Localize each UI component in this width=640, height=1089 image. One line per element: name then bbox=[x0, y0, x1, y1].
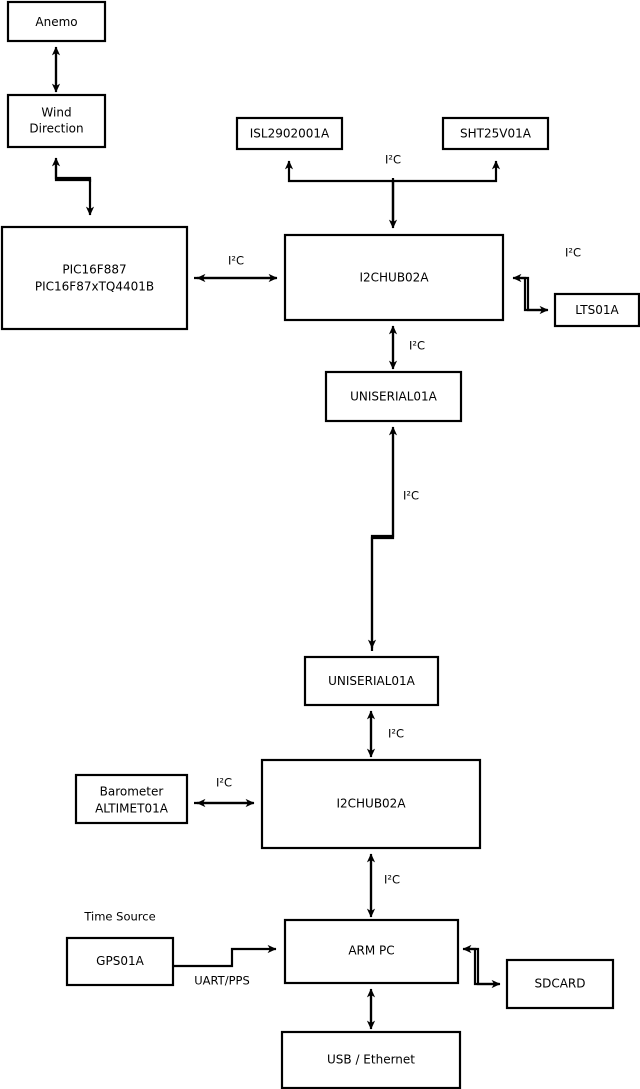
node-wind-direction-label-line2: Direction bbox=[29, 122, 83, 136]
node-uniserial01a-top-label: UNISERIAL01A bbox=[350, 390, 438, 404]
node-i2chub02a-bottom-label: I2CHUB02A bbox=[336, 797, 406, 811]
edge-layer bbox=[51, 46, 549, 1030]
node-barometer-label-line2: ALTIMET01A bbox=[95, 802, 169, 816]
edge-armpc-sdcard bbox=[462, 944, 501, 989]
node-uniserial01a-bottom-label: UNISERIAL01A bbox=[328, 674, 416, 688]
node-uniserial01a-bottom[interactable]: UNISERIAL01A bbox=[303, 655, 440, 707]
node-lts01a[interactable]: LTS01A bbox=[553, 292, 640, 328]
node-sht25v01a-label: SHT25V01A bbox=[460, 127, 532, 141]
node-i2chub02a-top-label: I2CHUB02A bbox=[359, 271, 429, 285]
node-pic16f887-label-line2: PIC16F87xTQ4401B bbox=[35, 280, 154, 294]
edge-wind-direction-pic bbox=[51, 157, 95, 216]
node-sdcard-label: SDCARD bbox=[534, 977, 585, 991]
node-arm-pc-label: ARM PC bbox=[348, 944, 394, 958]
edge-label-i2c-barometer: I²C bbox=[216, 776, 232, 790]
node-anemo-label: Anemo bbox=[35, 15, 77, 29]
node-gps01a-label: GPS01A bbox=[96, 954, 144, 968]
node-i2chub02a-top[interactable]: I2CHUB02A bbox=[283, 233, 505, 322]
node-uniserial01a-top[interactable]: UNISERIAL01A bbox=[324, 370, 463, 423]
node-usb-ethernet-label: USB / Ethernet bbox=[327, 1053, 415, 1067]
node-sdcard[interactable]: SDCARD bbox=[505, 958, 615, 1010]
node-usb-ethernet[interactable]: USB / Ethernet bbox=[280, 1030, 462, 1089]
edge-i2chub-top-lts bbox=[512, 273, 549, 315]
node-i2chub02a-bottom[interactable]: I2CHUB02A bbox=[260, 758, 482, 850]
node-wind-direction-label-line1: Wind bbox=[41, 106, 71, 120]
node-lts01a-label: LTS01A bbox=[575, 303, 619, 317]
edge-label-i2c-hub-bottom-armpc: I²C bbox=[384, 873, 400, 887]
edge-i2chub-top-sensors bbox=[284, 160, 501, 229]
node-isl2902001a-label: ISL2902001A bbox=[250, 127, 330, 141]
node-gps01a[interactable]: GPS01A bbox=[65, 936, 175, 987]
label-layer: I²C I²C I²C I²C I²C I²C I²C I²C UART/PPS… bbox=[83, 153, 581, 988]
node-pic16f887-label-line1: PIC16F887 bbox=[62, 263, 126, 277]
edge-label-uart-pps: UART/PPS bbox=[194, 974, 250, 988]
edge-label-i2c-uniserial-hub-bottom: I²C bbox=[388, 727, 404, 741]
edge-label-i2c-pic-hub: I²C bbox=[228, 254, 244, 268]
node-sht25v01a[interactable]: SHT25V01A bbox=[441, 116, 550, 151]
label-time-source: Time Source bbox=[83, 910, 155, 924]
node-arm-pc[interactable]: ARM PC bbox=[283, 918, 460, 985]
edge-label-i2c-lts: I²C bbox=[565, 246, 581, 260]
edge-label-i2c-uniserial-uniserial: I²C bbox=[403, 489, 419, 503]
edge-label-i2c-hub-uniserial: I²C bbox=[409, 339, 425, 353]
node-wind-direction[interactable]: Wind Direction bbox=[6, 93, 107, 149]
node-barometer-label-line1: Barometer bbox=[100, 785, 164, 799]
node-anemo[interactable]: Anemo bbox=[6, 0, 107, 43]
node-barometer-altimet01a[interactable]: Barometer ALTIMET01A bbox=[74, 773, 189, 825]
edge-gps-armpc bbox=[173, 944, 277, 968]
node-isl2902001a[interactable]: ISL2902001A bbox=[235, 116, 344, 151]
node-pic16f887[interactable]: PIC16F887 PIC16F87xTQ4401B bbox=[0, 225, 189, 331]
edge-uniserial-top-uniserial-bottom bbox=[367, 426, 398, 651]
edge-label-i2c-top-sensors: I²C bbox=[385, 153, 401, 167]
